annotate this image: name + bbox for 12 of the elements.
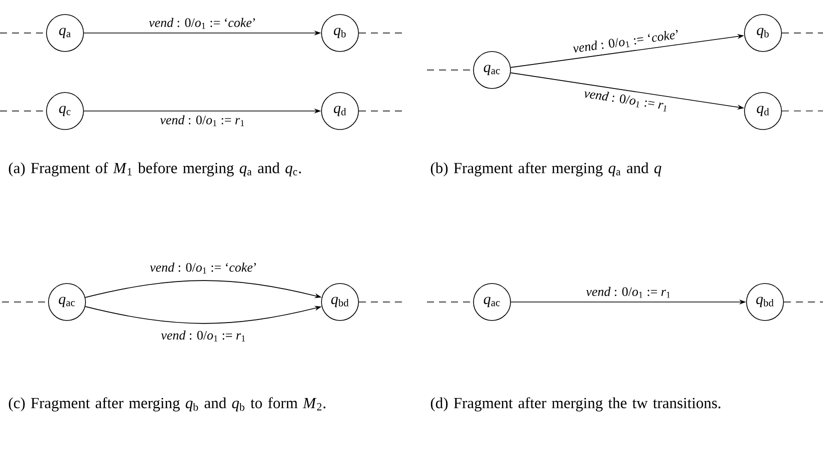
dashed-line — [782, 32, 823, 34]
dashed-line — [782, 110, 823, 112]
edge-label: vend : 0/o$_{1}$ := r$_{1}$ — [160, 115, 244, 126]
caption: (c) Fragment after merging q$_{b}$ and q$_{b}$ to form M$_{2}$. — [8, 397, 326, 412]
edge-label: vend : 0/o$_{1}$ := ‘coke’ — [150, 262, 256, 274]
caption: (b) Fragment after merging q$_{a}$ and q — [430, 162, 662, 176]
edge-label: vend : 0/o$_{1}$ := r$_{1}$ — [586, 286, 670, 298]
caption: (d) Fragment after merging the tw transitions. — [430, 397, 720, 412]
edge-label: vend : 0/o$_{1}$ := r$_{1}$ — [161, 330, 245, 342]
edge-label: vend : 0/o$_{1}$ := ‘coke’ — [572, 30, 678, 53]
caption: (a) Fragment of M$_{1}$ before merging q$_{a}$ and q$_{c}$. — [8, 162, 301, 176]
edge-label: vend : 0/o$_{1}$ := ‘coke’ — [149, 18, 255, 29]
